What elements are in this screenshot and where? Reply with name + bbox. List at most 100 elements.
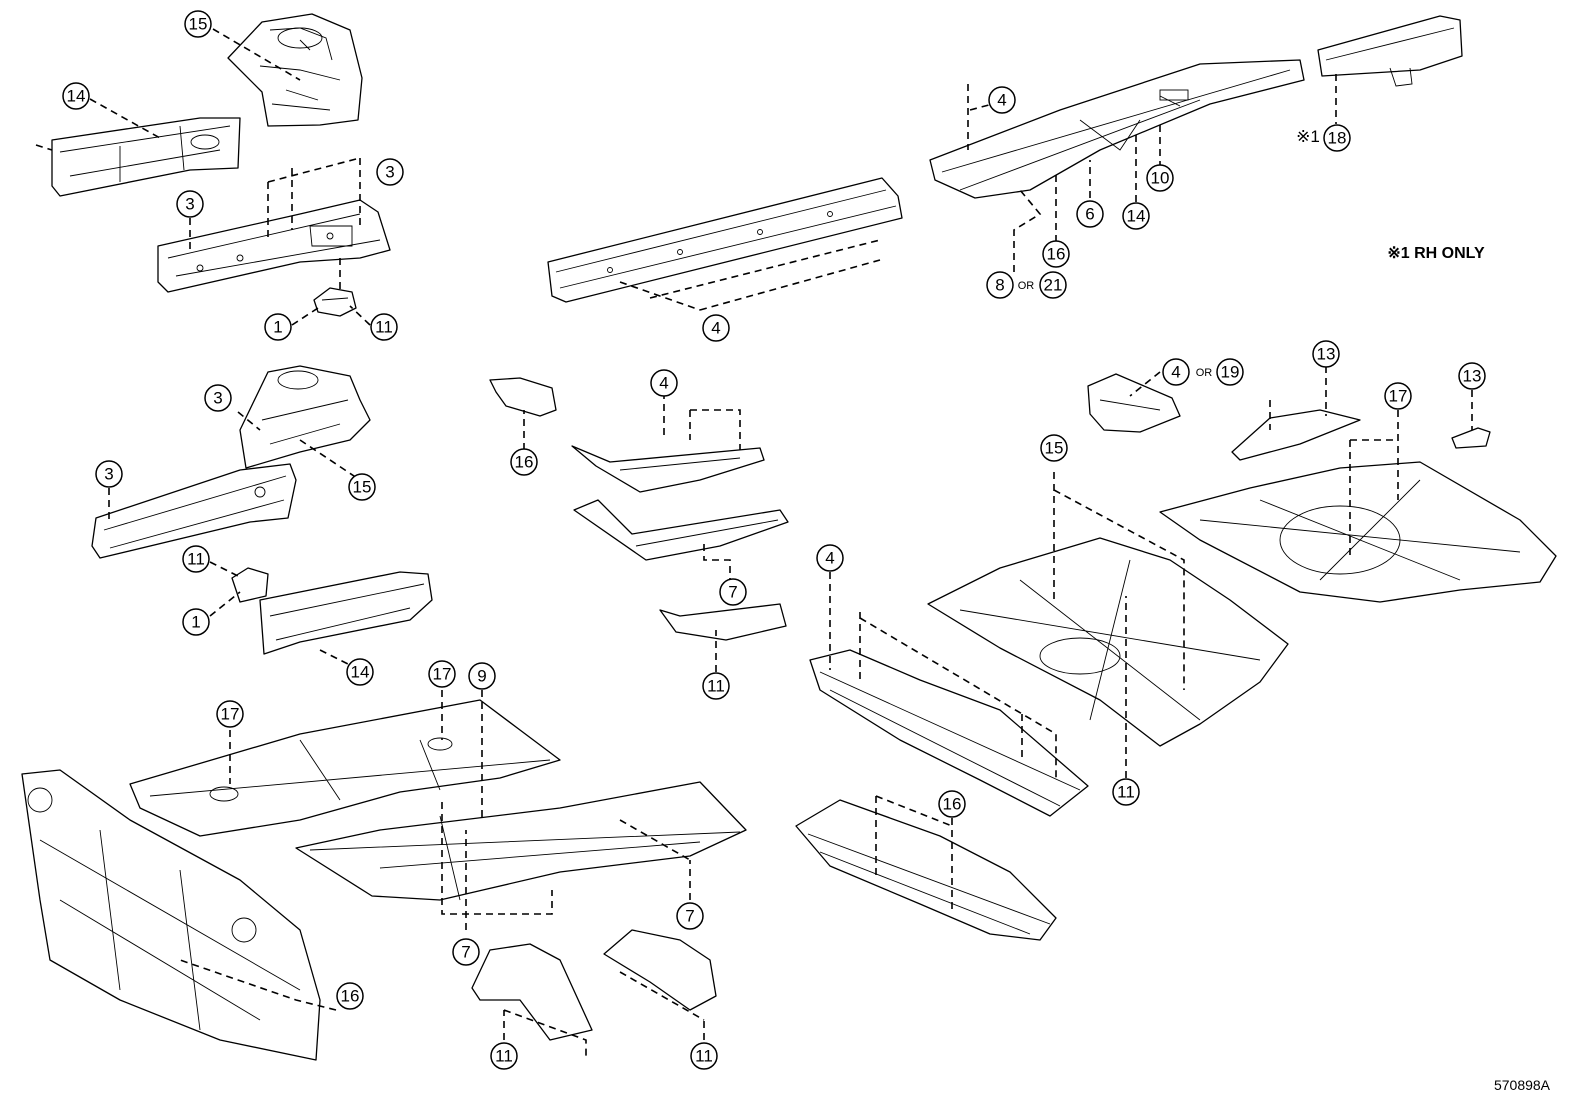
svg-text:21: 21 <box>1044 276 1063 295</box>
callout-1-top[interactable]: 1 <box>264 313 292 341</box>
callout-21[interactable]: 21 <box>1039 271 1067 299</box>
svg-text:4: 4 <box>825 549 834 568</box>
callout-11-mid-left[interactable]: 11 <box>182 545 210 573</box>
callout-3-top-right[interactable]: 3 <box>376 158 404 186</box>
svg-text:11: 11 <box>695 1047 713 1066</box>
callout-17-bottom-center[interactable]: 17 <box>428 660 456 688</box>
part-center-floor-pan <box>927 537 1289 747</box>
callout-19[interactable]: 19 <box>1216 358 1244 386</box>
callout-3-mid[interactable]: 3 <box>204 384 232 412</box>
callout-6[interactable]: 6 <box>1076 200 1104 228</box>
callout-14-top-right[interactable]: 14 <box>1122 202 1150 230</box>
svg-text:7: 7 <box>728 583 737 602</box>
svg-text:16: 16 <box>515 453 534 472</box>
part-front-apron-upper-lh <box>227 13 363 127</box>
svg-text:15: 15 <box>1045 439 1064 458</box>
svg-text:14: 14 <box>351 663 370 682</box>
svg-text:11: 11 <box>1117 783 1135 802</box>
callout-13-right[interactable]: 13 <box>1458 362 1486 390</box>
callout-4-center[interactable]: 4 <box>650 369 678 397</box>
svg-text:11: 11 <box>187 550 205 569</box>
svg-text:8: 8 <box>995 276 1004 295</box>
callout-18-prefix: ※1 <box>1296 127 1320 146</box>
part-13-bracket-a <box>1231 409 1361 461</box>
figure-code: 570898A <box>1494 1077 1551 1093</box>
callout-15-top[interactable]: 15 <box>184 10 212 38</box>
part-front-side-member-mid <box>91 463 297 559</box>
svg-text:1: 1 <box>191 613 200 632</box>
svg-text:16: 16 <box>341 987 360 1006</box>
svg-text:11: 11 <box>375 318 393 337</box>
callout-11-right[interactable]: 11 <box>1112 778 1140 806</box>
part-front-side-member-lh <box>51 117 241 197</box>
callout-14-top[interactable]: 14 <box>62 82 90 110</box>
part-13-bracket-b <box>1451 427 1491 449</box>
svg-text:17: 17 <box>433 665 452 684</box>
part-floor-side-outer <box>573 499 789 561</box>
callout-10[interactable]: 10 <box>1146 164 1174 192</box>
part-rear-floor-pan <box>1159 461 1557 603</box>
svg-text:7: 7 <box>685 907 694 926</box>
callout-14-mid[interactable]: 14 <box>346 658 374 686</box>
callout-15-mid[interactable]: 15 <box>348 473 376 501</box>
callout-1-mid[interactable]: 1 <box>182 608 210 636</box>
part-floor-bracket-center <box>659 603 787 641</box>
callout-4-top-center[interactable]: 4 <box>702 314 730 342</box>
part-front-apron-lower-lh <box>239 365 371 469</box>
part-dash-panel <box>21 769 321 1061</box>
callout-11-bottom-right[interactable]: 11 <box>690 1042 718 1070</box>
callout-15-right[interactable]: 15 <box>1040 434 1068 462</box>
part-roof-side-rail-long <box>547 177 903 303</box>
svg-text:4: 4 <box>1171 363 1180 382</box>
svg-text:11: 11 <box>707 677 725 696</box>
callout-4-lower-center[interactable]: 4 <box>816 544 844 572</box>
part-bracket-16 <box>489 377 557 417</box>
svg-text:3: 3 <box>185 195 194 214</box>
callout-11-bottom-left[interactable]: 11 <box>490 1042 518 1070</box>
svg-text:1: 1 <box>273 318 282 337</box>
callouts: 15 14 3 3 1 11 4 4 ※1 18 10 14 6 16 8 OR… <box>62 10 1486 1070</box>
callout-11-top[interactable]: 11 <box>370 313 398 341</box>
part-small-bracket-top <box>313 287 357 317</box>
svg-text:13: 13 <box>1463 367 1482 386</box>
svg-text:15: 15 <box>353 478 372 497</box>
callout-7-bottom-right[interactable]: 7 <box>676 902 704 930</box>
part-4-or-19 <box>1087 373 1181 433</box>
callout-18[interactable]: 18 <box>1323 124 1351 152</box>
svg-text:6: 6 <box>1085 205 1094 224</box>
callout-16-lower-center[interactable]: 16 <box>938 790 966 818</box>
callout-13-left[interactable]: 13 <box>1312 340 1340 368</box>
svg-text:4: 4 <box>711 319 720 338</box>
part-shapes <box>21 13 1557 1061</box>
callout-7-center[interactable]: 7 <box>719 578 747 606</box>
callout-7-bottom-left[interactable]: 7 <box>452 938 480 966</box>
part-front-floor-pan <box>129 699 561 837</box>
callout-3-mid-left[interactable]: 3 <box>95 460 123 488</box>
callout-17-right[interactable]: 17 <box>1384 382 1412 410</box>
callout-4-top-right[interactable]: 4 <box>988 86 1016 114</box>
callout-16-center[interactable]: 16 <box>510 448 538 476</box>
callout-9[interactable]: 9 <box>468 662 496 690</box>
part-small-bracket-mid <box>231 567 269 603</box>
callout-8[interactable]: 8 <box>986 271 1014 299</box>
svg-text:16: 16 <box>943 795 962 814</box>
callout-3-top-left[interactable]: 3 <box>176 190 204 218</box>
svg-text:3: 3 <box>104 465 113 484</box>
part-seat-bracket-rh <box>603 929 717 1011</box>
callout-4-mid-right[interactable]: 4 <box>1162 358 1190 386</box>
callout-11-center[interactable]: 11 <box>702 672 730 700</box>
callout-16-top-right[interactable]: 16 <box>1042 240 1070 268</box>
svg-text:3: 3 <box>213 389 222 408</box>
callout-17-bottom-left[interactable]: 17 <box>216 700 244 728</box>
rh-only-note: ※1 RH ONLY <box>1387 245 1485 262</box>
svg-text:10: 10 <box>1151 169 1170 188</box>
part-center-floor-lower <box>295 781 747 901</box>
part-floor-cross-member <box>795 799 1057 941</box>
svg-text:19: 19 <box>1221 363 1240 382</box>
svg-text:14: 14 <box>1127 207 1146 226</box>
svg-text:18: 18 <box>1328 129 1347 148</box>
part-floor-side-inner <box>571 445 765 493</box>
svg-text:11: 11 <box>495 1047 513 1066</box>
callout-16-bottom-left[interactable]: 16 <box>336 982 364 1010</box>
